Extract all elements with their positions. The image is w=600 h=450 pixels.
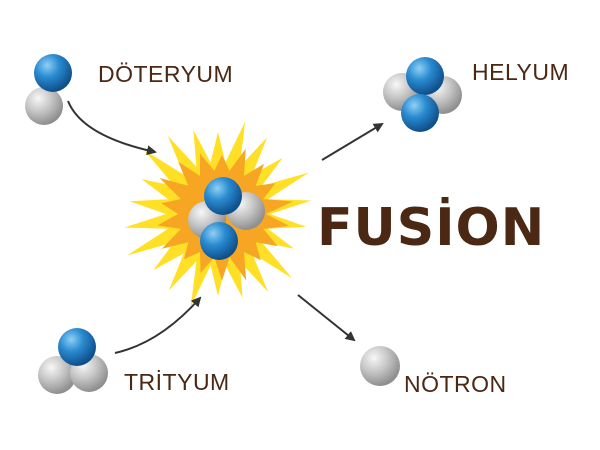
free-neutron	[360, 346, 400, 386]
deuterium-label: DÖTERYUM	[98, 61, 234, 87]
tritium-nucleus	[38, 328, 108, 394]
deuterium-neutron	[25, 87, 63, 125]
deuterium-proton	[34, 54, 72, 92]
deuterium-arrow	[67, 100, 157, 156]
helium-label: HELYUM	[472, 59, 570, 85]
tritium-label: TRİTYUM	[124, 369, 230, 395]
tritium-neutron-1	[38, 356, 76, 394]
central-proton-2	[200, 222, 238, 260]
deuterium-nucleus	[25, 54, 72, 125]
helium-proton-1	[406, 57, 444, 95]
helium-arrow	[321, 122, 384, 161]
tritium-arrow	[114, 296, 202, 354]
helium-nucleus	[383, 57, 462, 132]
fusion-title: FUSİON	[317, 198, 546, 258]
neutron-arrow	[297, 294, 356, 342]
central-nucleus	[188, 177, 265, 260]
tritium-proton	[58, 328, 96, 366]
neutron-label: NÖTRON	[404, 371, 507, 397]
helium-proton-2	[401, 94, 439, 132]
central-proton-1	[204, 177, 242, 215]
